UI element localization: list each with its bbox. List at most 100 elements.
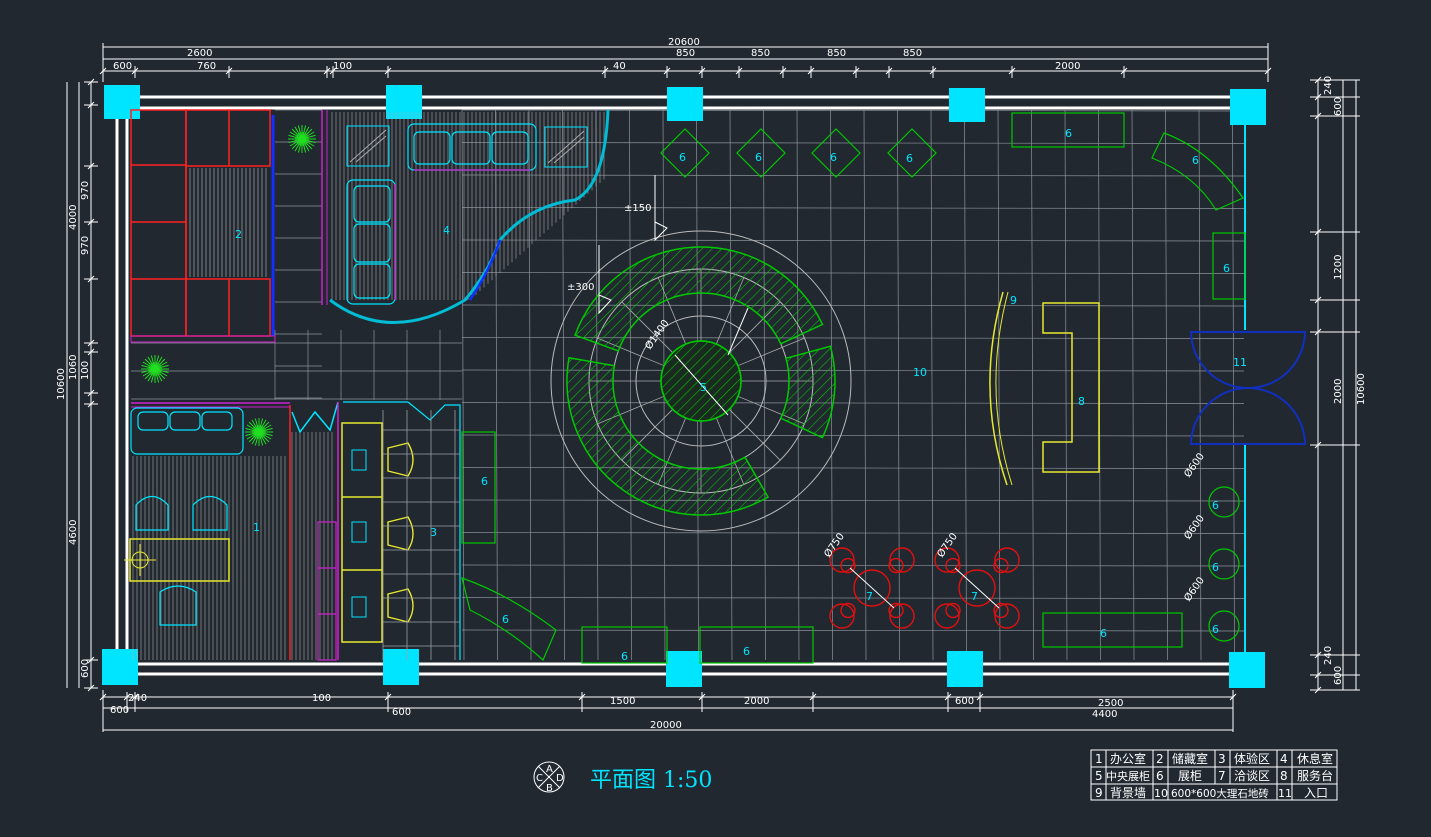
north-compass: A B C D: [533, 761, 565, 794]
zone-label-cab-d2: 6: [755, 151, 762, 164]
dim-bottom-600a: 600: [110, 705, 129, 716]
dimension-ticks: [84, 66, 1360, 712]
lounge-sofa-left: [346, 179, 396, 305]
dimension-texts: 20600 2 600 850 850 850 850 600 760 100 4…: [56, 37, 1367, 731]
drawing-title: 平面图 1:50: [590, 768, 712, 793]
dim-top-850-3: 850: [827, 48, 846, 59]
legend-name-1: 办公室: [1110, 751, 1146, 766]
zone-label-storage: 2: [235, 228, 242, 241]
rect-display-cabinets: [461, 112, 1246, 664]
office-room: [124, 401, 339, 661]
dim-bottom-4400: 4400: [1092, 709, 1117, 720]
zone-label-office: 1: [253, 521, 260, 534]
legend-table: 1 办公室 2 储藏室 3 体验区 4 休息室 5 中央展柜 6 展柜 7 洽谈…: [1090, 749, 1338, 801]
legend-num-1: 1: [1095, 752, 1103, 766]
legend-num-2: 2: [1156, 752, 1164, 766]
experience-devices: [351, 449, 367, 618]
dim-left-1060: 1060: [68, 355, 79, 380]
zone-label-cab-d1: 6: [679, 151, 686, 164]
zone-label-cab-r3: 6: [1223, 262, 1230, 275]
zone-label-cab-r6: 6: [621, 650, 628, 663]
level-300-label: ±300: [567, 282, 594, 293]
legend-name-8: 服务台: [1297, 768, 1333, 783]
legend-num-9: 9: [1095, 786, 1103, 800]
storage-room: [130, 109, 276, 343]
zone-label-cab-d3: 6: [830, 151, 837, 164]
legend-num-4: 4: [1280, 752, 1288, 766]
dim-bottom-100: 100: [312, 693, 331, 704]
dim-bottom-240: 240: [128, 693, 147, 704]
zone-label-lounge: 4: [443, 224, 450, 237]
dim-top-850-1: 850: [676, 48, 695, 59]
diamond-display-cabinets: [660, 128, 937, 178]
lounge-room: [321, 109, 610, 324]
legend-num-11: 11: [1278, 787, 1292, 800]
experience-counter: [341, 422, 383, 643]
storage-floor-hatch: [189, 168, 267, 277]
zone-label-cab-r2: 6: [1192, 154, 1199, 167]
dim-left-100: 100: [80, 361, 91, 380]
service-desk: [1042, 302, 1100, 473]
negotiation-area: [829, 547, 1020, 629]
dimension-lines: [66, 43, 1357, 732]
legend-num-3: 3: [1218, 752, 1226, 766]
dim-left-4600: 4600: [68, 520, 79, 545]
zone-label-entrance: 11: [1233, 356, 1247, 369]
floor-tile-grid: [131, 109, 1245, 661]
dim-left-4000: 4000: [68, 205, 79, 230]
office-floor-hatch: [132, 432, 333, 660]
potted-plants: [141, 125, 316, 446]
dim-bottom-1500: 1500: [610, 696, 635, 707]
zone-label-cab-r7: 6: [743, 645, 750, 658]
compass-d: D: [556, 773, 564, 784]
dim-left-600: 600: [80, 659, 91, 678]
legend-name-4: 休息室: [1297, 751, 1333, 766]
level-150-label: ±150: [624, 203, 651, 214]
entrance-doors: [1189, 331, 1307, 445]
zone-labels: 1 2 3 4 5 8 9 10 11 7 7 6 6 6 6 6 6 6 6 …: [235, 127, 1247, 663]
office-cabinet: [317, 521, 337, 661]
dim-right-600a: 600: [1333, 97, 1344, 116]
zone-label-nego-2: 7: [971, 590, 978, 603]
dim-bottom-total: 20000: [650, 720, 682, 731]
experience-area: [337, 401, 461, 660]
zone-label-cab-c1: 6: [1212, 499, 1219, 512]
dim-right-240b: 240: [1323, 646, 1334, 665]
dim-top-850-4: 850: [903, 48, 922, 59]
round-display-cabinets: [1208, 486, 1240, 642]
legend-num-7: 7: [1218, 769, 1226, 783]
legend-num-6: 6: [1156, 769, 1164, 783]
zone-label-cab-c3: 6: [1212, 623, 1219, 636]
dim-top-total: 20600: [668, 37, 700, 48]
dim-top-600: 600: [113, 61, 132, 72]
legend-name-7: 洽谈区: [1234, 769, 1270, 783]
zone-label-cab-r8: 6: [1100, 627, 1107, 640]
legend-name-11: 入口: [1304, 786, 1328, 800]
dim-left-total: 10600: [56, 368, 67, 400]
dim-bottom-2500: 2500: [1098, 698, 1123, 709]
lounge-sofa-top: [407, 123, 537, 171]
zone-label-cab-r1: 6: [1065, 127, 1072, 140]
zone-label-central: 5: [700, 381, 707, 394]
lounge-side-table-right: [544, 126, 588, 168]
dim-left-970b: 970: [80, 236, 91, 255]
zone-label-cab-c2: 6: [1212, 561, 1219, 574]
legend-num-5: 5: [1095, 769, 1103, 783]
experience-floor-grid: [382, 410, 460, 660]
zone-label-floor: 10: [913, 366, 927, 379]
legend-name-2: 储藏室: [1172, 751, 1208, 766]
dim-top-850-2: 850: [751, 48, 770, 59]
lounge-side-table-left: [346, 125, 390, 167]
zone-label-bgwall: 9: [1010, 294, 1017, 307]
dim-right-600b: 600: [1333, 666, 1344, 685]
dim-top-760: 760: [197, 61, 216, 72]
zone-label-service: 8: [1078, 395, 1085, 408]
dim-left-970a: 970: [80, 181, 91, 200]
dim-right-2000: 2000: [1333, 379, 1344, 404]
office-chair: [159, 585, 197, 626]
legend-num-8: 8: [1280, 769, 1288, 783]
dim-right-1200: 1200: [1333, 255, 1344, 280]
zone-label-cab-r5: 6: [502, 613, 509, 626]
legend-num-10: 10: [1154, 787, 1168, 800]
